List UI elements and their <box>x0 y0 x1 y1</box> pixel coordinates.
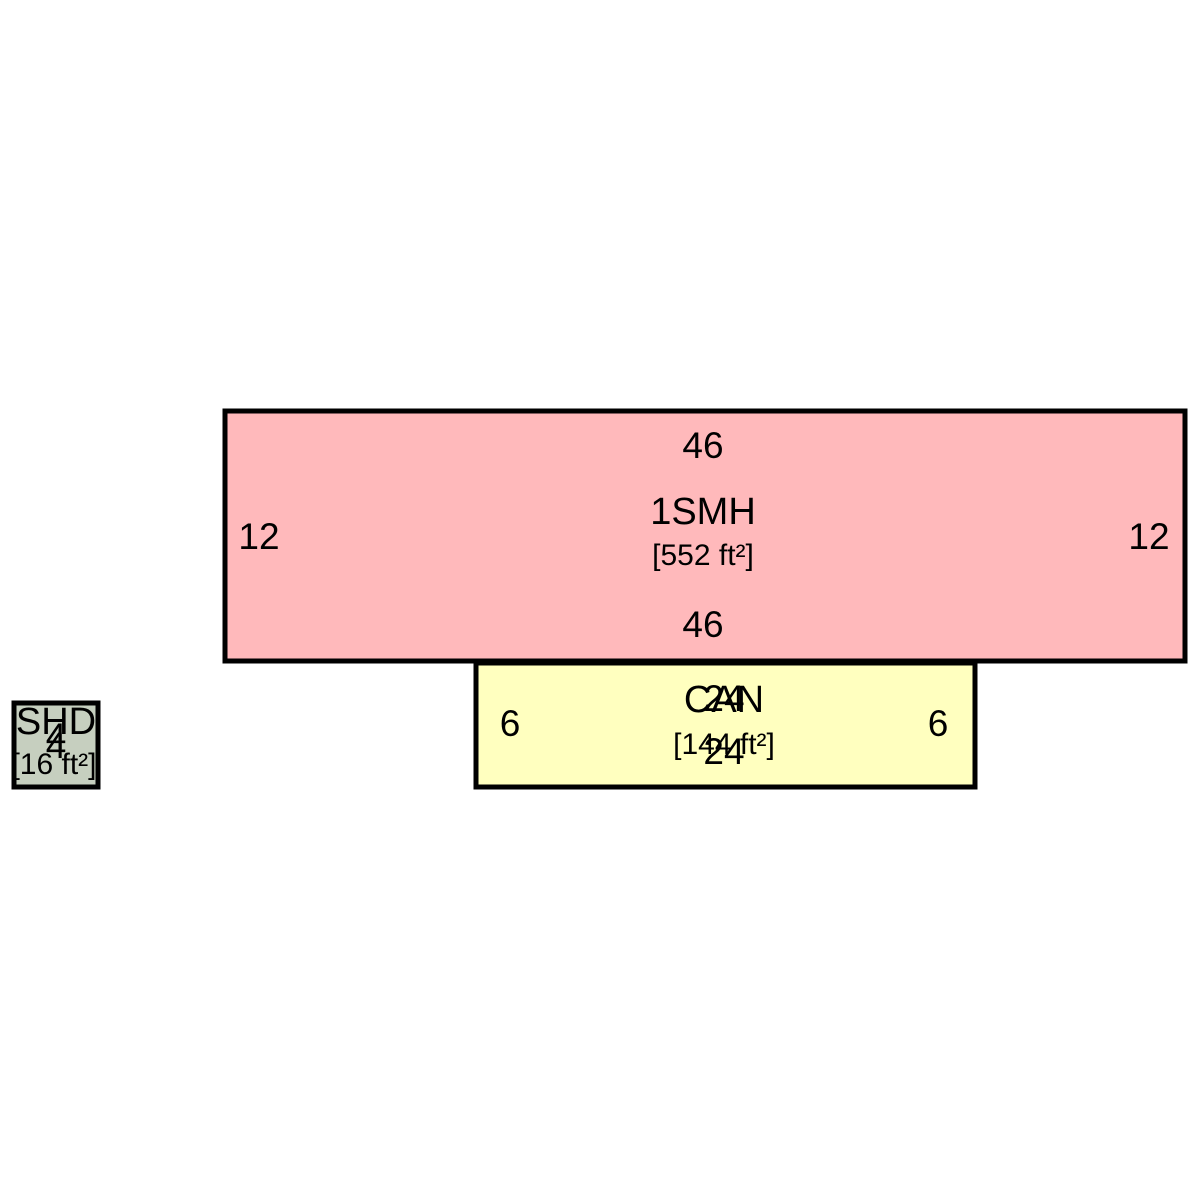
room-shd[interactable]: 4 4 SHD [16 ft²] <box>11 700 101 790</box>
room-can-outline <box>473 660 978 790</box>
room-can-dim-bottom: 24 <box>703 731 744 772</box>
room-can[interactable]: 24 CAN [144 ft²] 24 6 6 <box>473 660 978 790</box>
room-1smh-outline <box>222 408 1188 664</box>
room-1smh-dim-bottom: 46 <box>682 604 723 645</box>
room-1smh-dim-top: 46 <box>682 425 723 466</box>
room-can-dim-left: 6 <box>500 703 521 744</box>
room-can-code: CAN <box>684 679 764 721</box>
room-shd-outline <box>11 700 101 790</box>
room-1smh[interactable]: 46 1SMH [552 ft²] 46 12 12 <box>222 408 1188 664</box>
room-1smh-area: [552 ft²] <box>652 539 754 572</box>
room-1smh-dim-left: 12 <box>238 516 279 557</box>
room-1smh-dim-right: 12 <box>1128 516 1169 557</box>
room-can-area: [144 ft²] <box>673 728 775 761</box>
room-shd-code: SHD <box>16 701 96 743</box>
room-shd-dim-bottom: 4 <box>46 725 67 766</box>
room-can-dim-right: 6 <box>928 703 949 744</box>
room-shd-dim-top: 4 <box>46 716 67 757</box>
room-shd-area: [16 ft²] <box>11 748 96 781</box>
room-1smh-code: 1SMH <box>650 491 756 533</box>
room-can-dim-top: 24 <box>703 678 744 719</box>
